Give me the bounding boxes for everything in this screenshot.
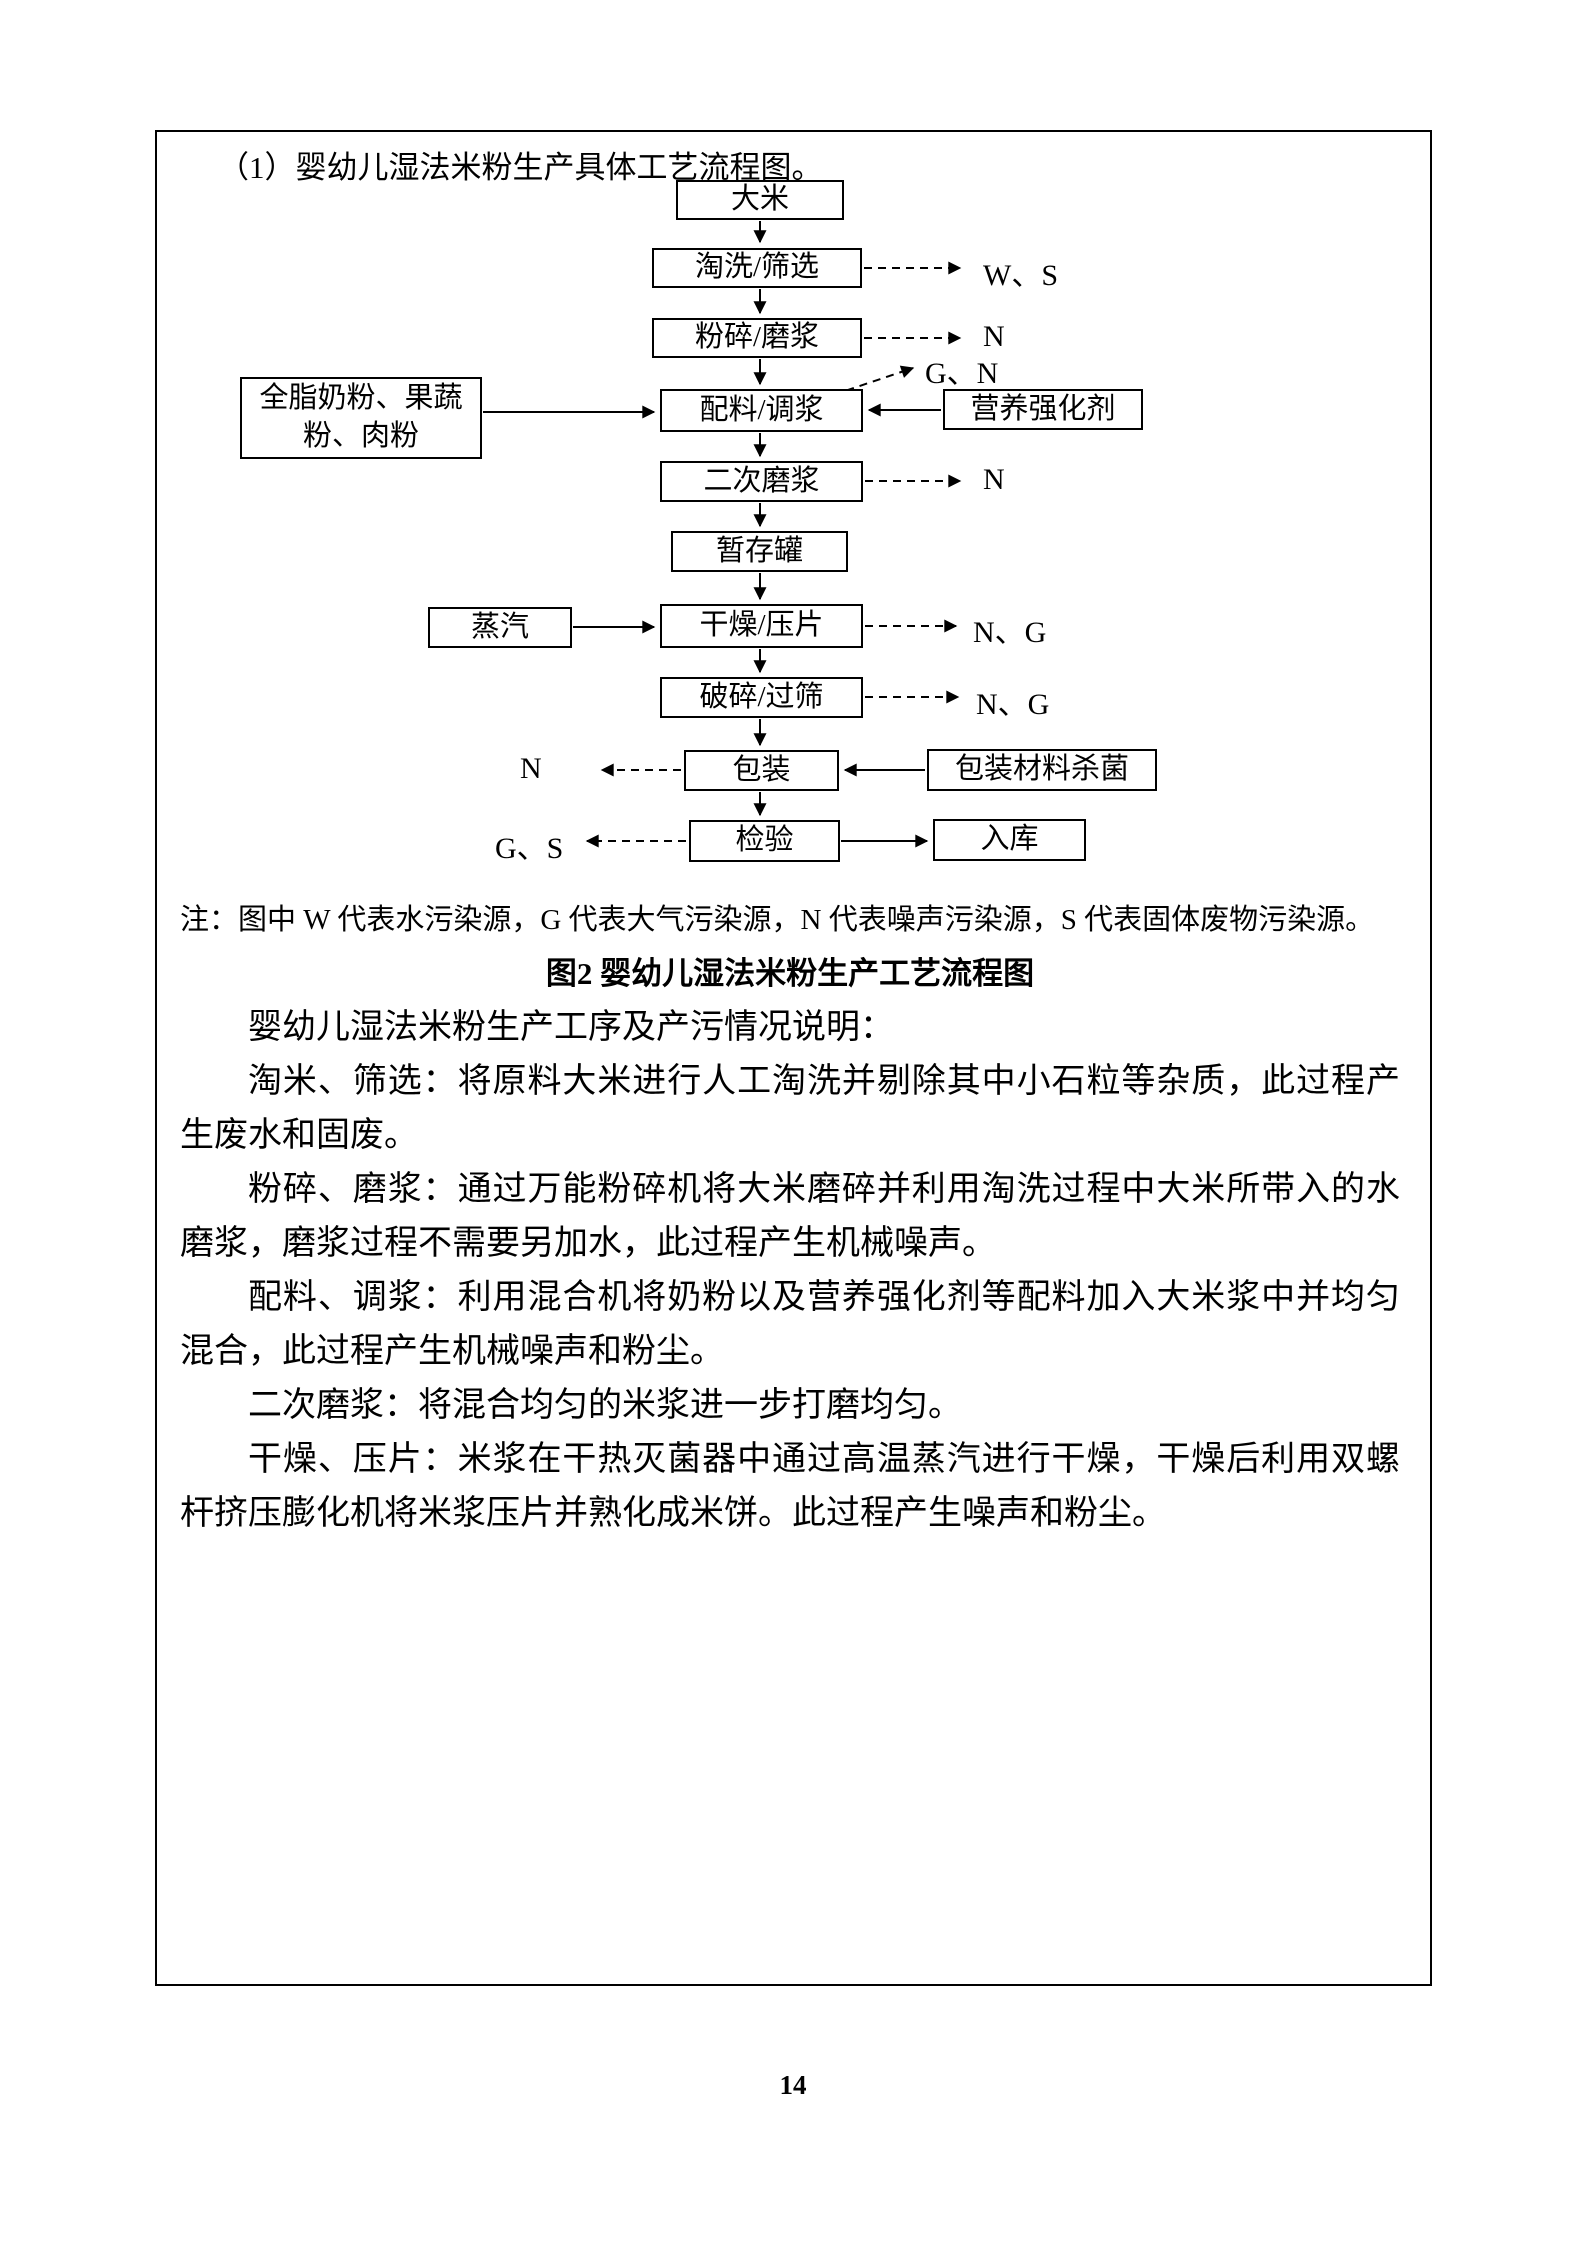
body-paragraph: 淘米、筛选：将原料大米进行人工淘洗并剔除其中小石粒等杂质，此过程产生废水和固废。 <box>180 1063 1400 1154</box>
flow-box-warehouse: 入库 <box>933 819 1086 861</box>
pollution-label-crush: N <box>983 320 1005 353</box>
flow-box-fortifier: 营养强化剂 <box>943 389 1143 430</box>
flow-box-dry-press: 干燥/压片 <box>660 604 863 648</box>
body-paragraph: 粉碎、磨浆：通过万能粉碎机将大米磨碎并利用淘洗过程中大米所带入的水磨浆，磨浆过程… <box>180 1171 1400 1262</box>
body-paragraph: 配料、调浆：利用混合机将奶粉以及营养强化剂等配料加入大米浆中并均匀混合，此过程产… <box>180 1279 1400 1370</box>
body-paragraph: 二次磨浆：将混合均匀的米浆进一步打磨均匀。 <box>248 1387 962 1424</box>
pollution-label-mix: G、N <box>925 357 999 390</box>
pollution-label-inspection: G、S <box>495 832 564 865</box>
body-paragraph: 干燥、压片：米浆在干热灭菌器中通过高温蒸汽进行干燥，干燥后利用双螺杆挤压膨化机将… <box>180 1441 1400 1532</box>
page-number: 14 <box>779 2070 807 2100</box>
figure-caption: 图2 婴幼儿湿法米粉生产工艺流程图 <box>545 956 1035 991</box>
flow-box-steam: 蒸汽 <box>428 607 572 648</box>
page-border <box>155 130 1432 1986</box>
flow-box-packaging: 包装 <box>684 750 839 791</box>
figure-note: 注：图中 W 代表水污染源，G 代表大气污染源，N 代表噪声污染源，S 代表固体… <box>180 904 1375 936</box>
flow-box-rice: 大米 <box>676 180 844 220</box>
section-title: （1）婴幼儿湿法米粉生产具体工艺流程图。 <box>218 150 823 185</box>
pollution-label-sieve: N、G <box>976 688 1050 721</box>
flow-box-crush-sieve: 破碎/过筛 <box>660 677 863 718</box>
flow-box-wash-sieve: 淘洗/筛选 <box>652 248 862 288</box>
flow-box-ingredients: 全脂奶粉、果蔬粉、肉粉 <box>240 377 482 459</box>
body-text-block: 注：图中 W 代表水污染源，G 代表大气污染源，N 代表噪声污染源，S 代表固体… <box>180 893 1400 1541</box>
flow-box-crush-grind: 粉碎/磨浆 <box>652 318 862 358</box>
flow-box-second-grind: 二次磨浆 <box>660 461 863 502</box>
flow-box-pack-sterilize: 包装材料杀菌 <box>927 749 1157 791</box>
pollution-label-dry: N、G <box>973 616 1047 649</box>
pollution-label-packaging: N <box>520 752 542 785</box>
flow-box-inspection: 检验 <box>689 820 840 862</box>
flow-box-mix-slurry: 配料/调浆 <box>660 389 863 432</box>
body-paragraph-intro: 婴幼儿湿法米粉生产工序及产污情况说明： <box>248 1009 894 1046</box>
pollution-label-second-grind: N <box>983 463 1005 496</box>
flow-box-holding-tank: 暂存罐 <box>671 531 848 572</box>
pollution-label-wash: W、S <box>983 259 1058 292</box>
